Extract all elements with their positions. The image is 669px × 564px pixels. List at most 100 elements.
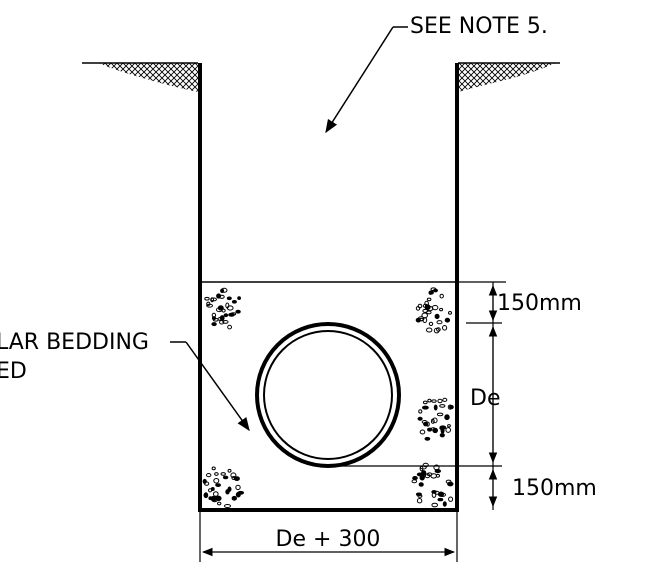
aggregate-pebble xyxy=(222,320,229,324)
dim-de-label: De xyxy=(470,386,500,411)
aggregate-pebble xyxy=(431,502,439,508)
aggregate-pebble xyxy=(431,399,437,403)
aggregate-pebble xyxy=(213,478,220,484)
aggregate-pebble xyxy=(439,404,446,408)
bedding-label-line1: LAR BEDDING xyxy=(0,330,149,355)
aggregate-pebble xyxy=(237,490,245,495)
aggregate-pebble xyxy=(421,312,429,319)
aggregate-pebble xyxy=(421,420,428,424)
aggregate-pebble xyxy=(228,312,235,317)
aggregate-pebble xyxy=(432,427,439,434)
aggregate-pebble xyxy=(437,398,443,404)
dim-width-label: De + 300 xyxy=(276,527,381,552)
aggregate-pebble xyxy=(432,417,438,424)
aggregate-bottom-left xyxy=(202,466,245,508)
aggregate-pebble xyxy=(223,313,229,318)
aggregate-pebble xyxy=(210,487,215,491)
aggregate-pebble xyxy=(416,498,423,504)
aggregate-pebble xyxy=(217,501,222,506)
aggregate-pebble xyxy=(424,304,431,311)
aggregate-pebble xyxy=(430,418,435,424)
aggregate-pebble xyxy=(418,409,423,414)
aggregate-pebble xyxy=(424,436,431,441)
dim-top-label: 150mm xyxy=(497,291,582,316)
aggregate-pebble xyxy=(227,468,232,473)
aggregate-pebble xyxy=(204,296,210,301)
aggregate-pebble xyxy=(215,483,222,488)
note-label: SEE NOTE 5. xyxy=(410,14,548,39)
aggregate-pebble xyxy=(428,290,433,295)
aggregate-pebble xyxy=(421,470,427,476)
aggregate-pebble xyxy=(206,301,211,307)
aggregate-pebble xyxy=(439,492,447,497)
aggregate-pebble xyxy=(430,287,437,292)
aggregate-pebble xyxy=(442,325,448,331)
aggregate-pebble xyxy=(436,320,443,325)
aggregate-pebble xyxy=(426,297,432,302)
aggregate-pebble xyxy=(431,490,437,494)
aggregate-pebble xyxy=(447,424,451,428)
aggregate-pebble xyxy=(226,305,234,311)
aggregate-pebble xyxy=(230,472,237,479)
aggregate-pebble xyxy=(206,473,212,478)
aggregate-pebble xyxy=(448,311,452,315)
aggregate-pebble xyxy=(422,308,429,313)
aggregate-pebble xyxy=(428,321,434,326)
horizontal-dimension xyxy=(199,512,458,562)
aggregate-pebble xyxy=(422,400,428,405)
aggregate-pebble xyxy=(437,497,444,502)
aggregate-pebble xyxy=(445,427,452,433)
aggregate-pebble xyxy=(433,404,438,411)
aggregate-pebble xyxy=(215,495,222,501)
aggregate-pebble xyxy=(220,288,225,293)
aggregate-pebble xyxy=(202,478,207,484)
aggregate-pebble xyxy=(210,297,215,303)
aggregate-pebble xyxy=(213,491,219,497)
aggregate-pebble xyxy=(418,482,424,487)
aggregate-pebble xyxy=(439,433,445,438)
aggregate-pebble xyxy=(211,466,216,471)
aggregate-pebble xyxy=(444,317,451,323)
aggregate-pebble xyxy=(217,305,224,311)
aggregate-pebble xyxy=(426,472,433,477)
aggregate-pebble xyxy=(433,464,440,471)
aggregate-pebble xyxy=(439,293,444,299)
aggregate-pebble xyxy=(447,481,454,487)
aggregate-pebble xyxy=(214,472,219,476)
aggregate-pebble xyxy=(444,414,450,421)
aggregate-pebble xyxy=(415,306,421,311)
aggregate-pebble xyxy=(411,479,418,484)
aggregate-pebble xyxy=(208,496,213,501)
bedding-label-line2: ED xyxy=(0,359,27,384)
aggregate-pebble xyxy=(419,429,426,435)
aggregate-pebble xyxy=(203,492,209,499)
aggregate-pebble xyxy=(442,501,447,507)
dim-bottom-label: 150mm xyxy=(512,476,597,501)
note-leader xyxy=(325,26,408,134)
aggregate-pebble xyxy=(225,489,230,495)
aggregate-pebble xyxy=(439,426,444,430)
aggregate-pebble xyxy=(222,475,229,480)
ground-right xyxy=(458,62,560,92)
aggregate-pebble xyxy=(436,327,441,332)
aggregate-pebble xyxy=(442,397,448,402)
vertical-dimension xyxy=(330,281,506,510)
aggregate-top-right xyxy=(415,287,452,334)
aggregate-pebble xyxy=(447,404,453,410)
aggregate-pebble xyxy=(422,405,429,410)
aggregate-pebble xyxy=(436,412,444,417)
aggregate-pebble xyxy=(417,316,425,322)
aggregate-pebble xyxy=(237,296,242,301)
aggregate-pebble xyxy=(417,416,423,421)
bedding-leader xyxy=(170,341,250,432)
aggregate-pebble xyxy=(235,309,241,314)
aggregate-pebble xyxy=(448,496,454,502)
aggregate-pebble xyxy=(439,307,444,312)
aggregate-mid-right xyxy=(417,397,454,441)
aggregate-pebble xyxy=(219,315,225,321)
aggregate-pebble xyxy=(226,296,232,301)
aggregate-pebble xyxy=(426,327,433,333)
aggregate-pebble xyxy=(227,324,233,330)
aggregate-pebble xyxy=(211,316,217,321)
